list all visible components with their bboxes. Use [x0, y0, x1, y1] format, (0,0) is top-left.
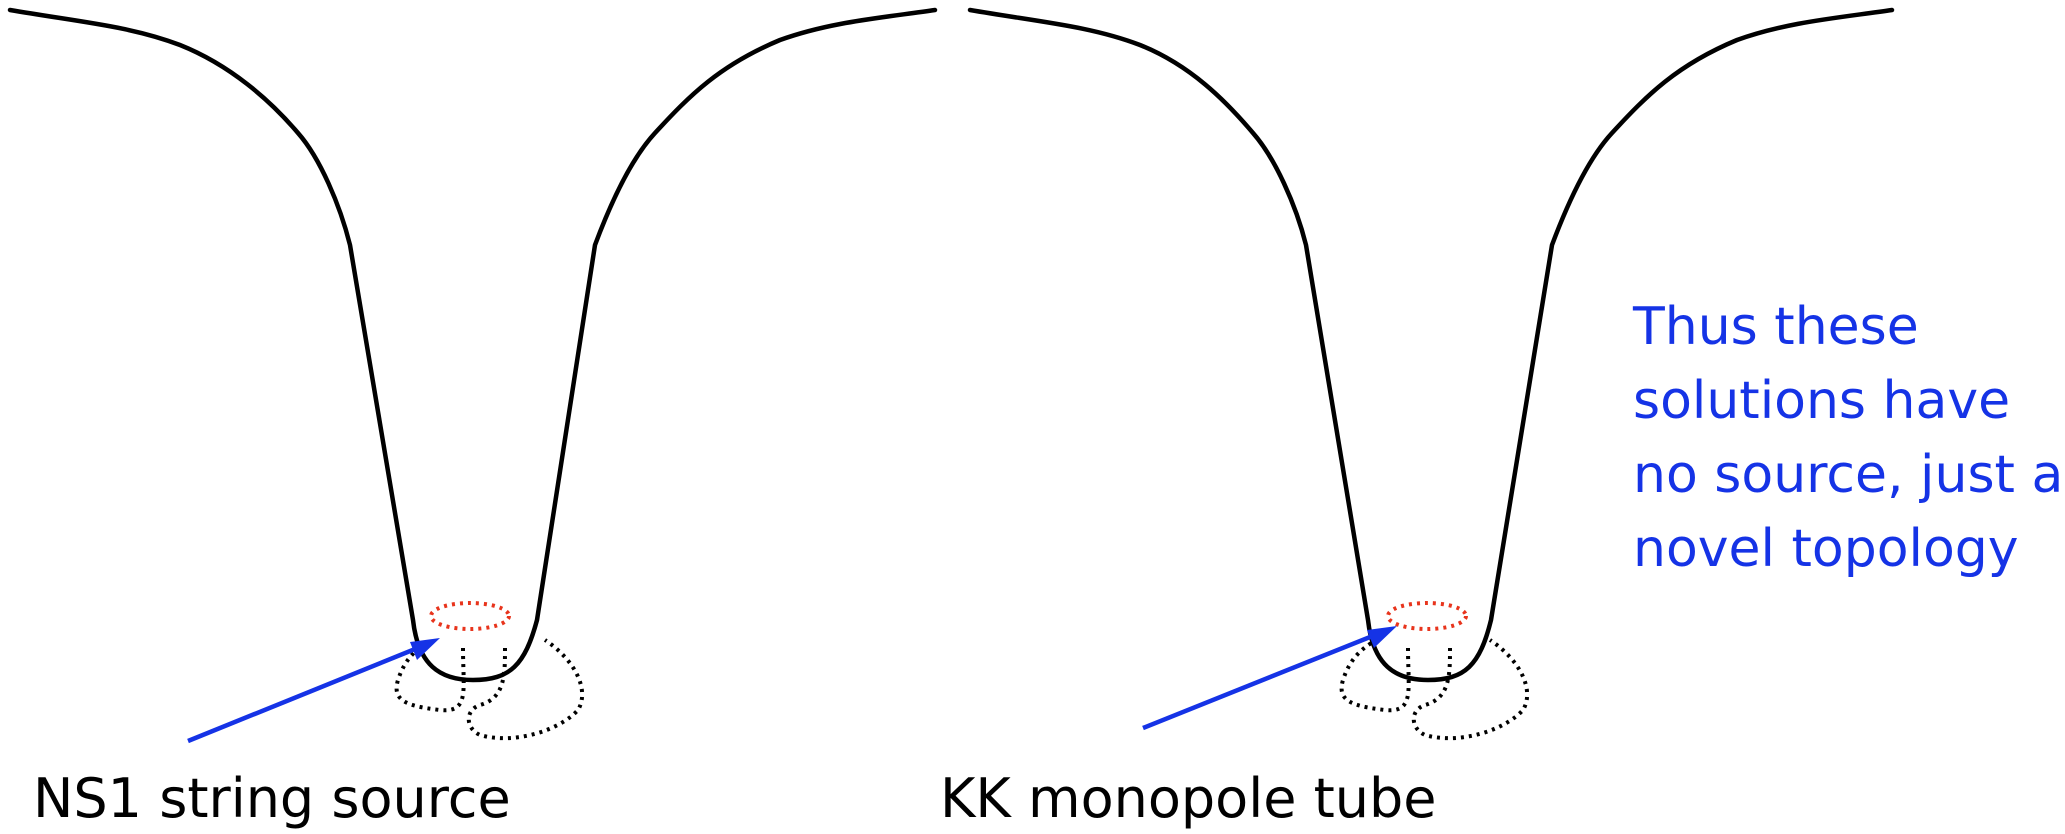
note-line: Thus these [1633, 297, 1919, 357]
left-red-dotted-ring [429, 601, 511, 631]
right-pointer-arrow [1142, 630, 1381, 731]
right-panel [967, 7, 1895, 741]
right-red-dotted-ring [1386, 601, 1468, 631]
explanatory-note: Thus these solutions have no source, jus… [1633, 290, 2063, 586]
note-line: no source, just a [1633, 445, 2064, 505]
left-throat-outline [7, 7, 938, 683]
right-throat-outline [967, 7, 1895, 683]
left-caption: NS1 string source [33, 767, 511, 830]
right-arrow-head [1367, 626, 1397, 648]
right-caption: KK monopole tube [940, 767, 1437, 830]
note-line: novel topology [1633, 519, 2019, 579]
note-line: solutions have [1633, 371, 2011, 431]
left-arrow-head [410, 638, 440, 660]
left-dotted-loop-right [466, 638, 585, 741]
left-panel [7, 7, 938, 744]
left-pointer-arrow [187, 642, 426, 744]
right-dotted-loop-right [1411, 638, 1530, 741]
